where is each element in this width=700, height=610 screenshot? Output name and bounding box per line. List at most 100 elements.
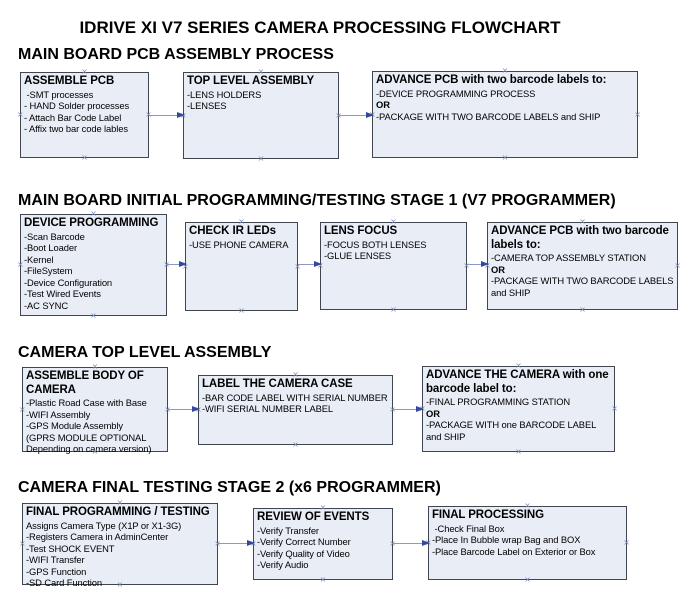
box-title: FINAL PROCESSING (432, 509, 544, 521)
box-line: - HAND Solder processes (24, 100, 130, 111)
connection-point-icon: × (634, 109, 641, 119)
connection-point-icon: × (163, 260, 170, 269)
connection-point-icon: × (238, 306, 245, 315)
box-lines: -USE PHONE CAMERA (189, 239, 294, 251)
box-line: -CAMERA TOP ASSEMBLY STATION (491, 252, 646, 263)
box-check-ir-leds: CHECK IR LEDs -USE PHONE CAMERA ×××× (182, 218, 301, 315)
box-final-programming-testing: FINAL PROGRAMMING / TESTING Assigns Came… (19, 499, 221, 589)
box-line: -Place In Bubble wrap Bag and BOX (432, 534, 581, 545)
connection-point-icon: × (515, 447, 522, 456)
connection-point-icon: × (257, 154, 265, 163)
box-line: OR (376, 99, 390, 110)
section-header-camera-top-assembly: CAMERA TOP LEVEL ASSEMBLY (18, 344, 272, 361)
box-device-programming: DEVICE PROGRAMMING -Scan Barcode-Boot Lo… (17, 210, 170, 320)
box-title: LABEL THE CAMERA CASE (202, 378, 353, 390)
box-assemble-pcb: ASSEMBLE PCB -SMT processes- HAND Solder… (17, 68, 152, 162)
flow-arrow (298, 261, 322, 267)
box-advance-pcb-two-labels-stage1: ADVANCE PCB with two barcode labels to: … (484, 218, 681, 314)
connection-point-icon: × (524, 575, 531, 584)
box-line: -PACKAGE WITH TWO BARCODE LABELS and SHI… (491, 275, 676, 298)
flow-arrow (218, 540, 255, 546)
box-title: ADVANCE PCB with two barcode labels to: (491, 225, 669, 251)
box-line: -Place Barcode Label on Exterior or Box (432, 545, 596, 557)
box-line: -Verify Transfer (257, 524, 319, 536)
connection-point-icon: × (389, 539, 396, 548)
box-line: -FINAL PROGRAMMING STATION (426, 396, 571, 407)
box-line: -WIFI Assembly (26, 408, 91, 420)
box-lines: -Plastic Road Case with Base-WIFI Assemb… (26, 397, 164, 455)
box-line: -FOCUS BOTH LENSES (324, 238, 427, 250)
box-line: -SMT processes (24, 88, 94, 100)
box-title: REVIEW OF EVENTS (257, 511, 370, 523)
connection-point-icon: × (674, 261, 681, 270)
box-line: (GPRS MODULE OPTIONAL (26, 431, 147, 443)
box-line: -Test Wired Events (24, 288, 101, 299)
box-line: -BAR CODE LABEL WITH SERIAL NUMBER (202, 391, 388, 403)
connection-point-icon: × (389, 405, 396, 414)
connection-point-icon: × (81, 153, 88, 162)
connection-point-icon: × (501, 153, 509, 162)
connection-point-icon: × (292, 440, 299, 449)
box-advance-pcb-two-labels: ADVANCE PCB with two barcode labels to: … (369, 67, 641, 162)
box-title: ASSEMBLE BODY OF CAMERA (26, 370, 144, 396)
box-line: -Boot Loader (24, 242, 78, 253)
box-line: -Registers Camera in AdminCenter (26, 531, 169, 542)
flow-arrow (167, 261, 187, 267)
box-lines: -SMT processes- HAND Solder processes- A… (24, 89, 145, 135)
box-line: -Verify Audio (257, 559, 309, 570)
connection-point-icon: × (90, 311, 97, 320)
box-title: ASSEMBLE PCB (24, 75, 115, 87)
flow-arrow (393, 406, 424, 412)
box-line: -Test SHOCK EVENT (26, 542, 115, 554)
box-title: LENS FOCUS (324, 225, 398, 237)
box-title: ADVANCE PCB with two barcode labels to: (376, 74, 607, 86)
box-top-level-assembly: TOP LEVEL ASSEMBLY -LENS HOLDERS-LENSES … (180, 68, 342, 163)
box-line: -FileSystem (24, 265, 73, 276)
box-title: FINAL PROGRAMMING / TESTING (26, 506, 210, 518)
box-lines: -BAR CODE LABEL WITH SERIAL NUMBER-WIFI … (202, 392, 389, 415)
box-line: Depending on camera version) (26, 443, 152, 454)
connection-point-icon: × (17, 260, 24, 269)
box-line: -Verify Correct Number (257, 536, 351, 547)
box-label-camera-case: LABEL THE CAMERA CASE -BAR CODE LABEL WI… (195, 371, 396, 449)
box-line: -Device Configuration (24, 276, 113, 288)
box-line: Assigns Camera Type (X1P or X1-3G) (26, 519, 182, 531)
box-line: OR (426, 407, 440, 419)
connection-point-icon: × (19, 539, 26, 548)
connection-point-icon: × (17, 110, 24, 119)
box-line: -Scan Barcode (24, 230, 85, 242)
box-final-processing: FINAL PROCESSING -Check Final Box-Place … (425, 502, 630, 584)
box-line: - Attach Bar Code Label (24, 111, 122, 123)
box-line: -SD Card Function (26, 577, 102, 588)
connection-point-icon: × (611, 404, 618, 413)
box-line: -WIFI SERIAL NUMBER LABEL (202, 403, 334, 414)
connection-point-icon: × (214, 539, 221, 548)
box-lines: Assigns Camera Type (X1P or X1-3G)-Regis… (26, 520, 214, 589)
box-line: -AC SYNC (24, 299, 68, 311)
box-line: - Affix two bar code lables (24, 123, 128, 134)
box-lines: -LENS HOLDERS-LENSES (187, 89, 335, 112)
flow-arrow (467, 261, 489, 267)
flow-arrow (393, 540, 430, 546)
section-header-final-testing: CAMERA FINAL TESTING STAGE 2 (x6 PROGRAM… (18, 479, 441, 496)
box-line: -GPS Module Assembly (26, 420, 123, 431)
connection-point-icon: × (623, 538, 630, 547)
box-line: -LENSES (187, 100, 227, 111)
connection-point-icon: × (319, 575, 327, 584)
box-review-of-events: REVIEW OF EVENTS -Verify Transfer-Verify… (250, 504, 396, 584)
box-line: -GPS Function (26, 565, 87, 577)
box-line: OR (491, 263, 505, 275)
box-line: -USE PHONE CAMERA (189, 238, 289, 250)
section-header-initial-programming: MAIN BOARD INITIAL PROGRAMMING/TESTING S… (18, 192, 616, 209)
flow-arrow (339, 112, 374, 118)
box-title: ADVANCE THE CAMERA with one barcode labe… (426, 369, 609, 395)
box-line: -PACKAGE WITH TWO BARCODE LABELS and SHI… (376, 110, 601, 122)
box-lines: -Verify Transfer-Verify Correct Number -V… (257, 525, 389, 571)
box-line: -Plastic Road Case with Base (26, 397, 147, 408)
box-lens-focus: LENS FOCUS -FOCUS BOTH LENSES-GLUE LENSE… (317, 218, 470, 314)
flowchart-title: IDRIVE XI V7 SERIES CAMERA PROCESSING FL… (79, 18, 561, 37)
